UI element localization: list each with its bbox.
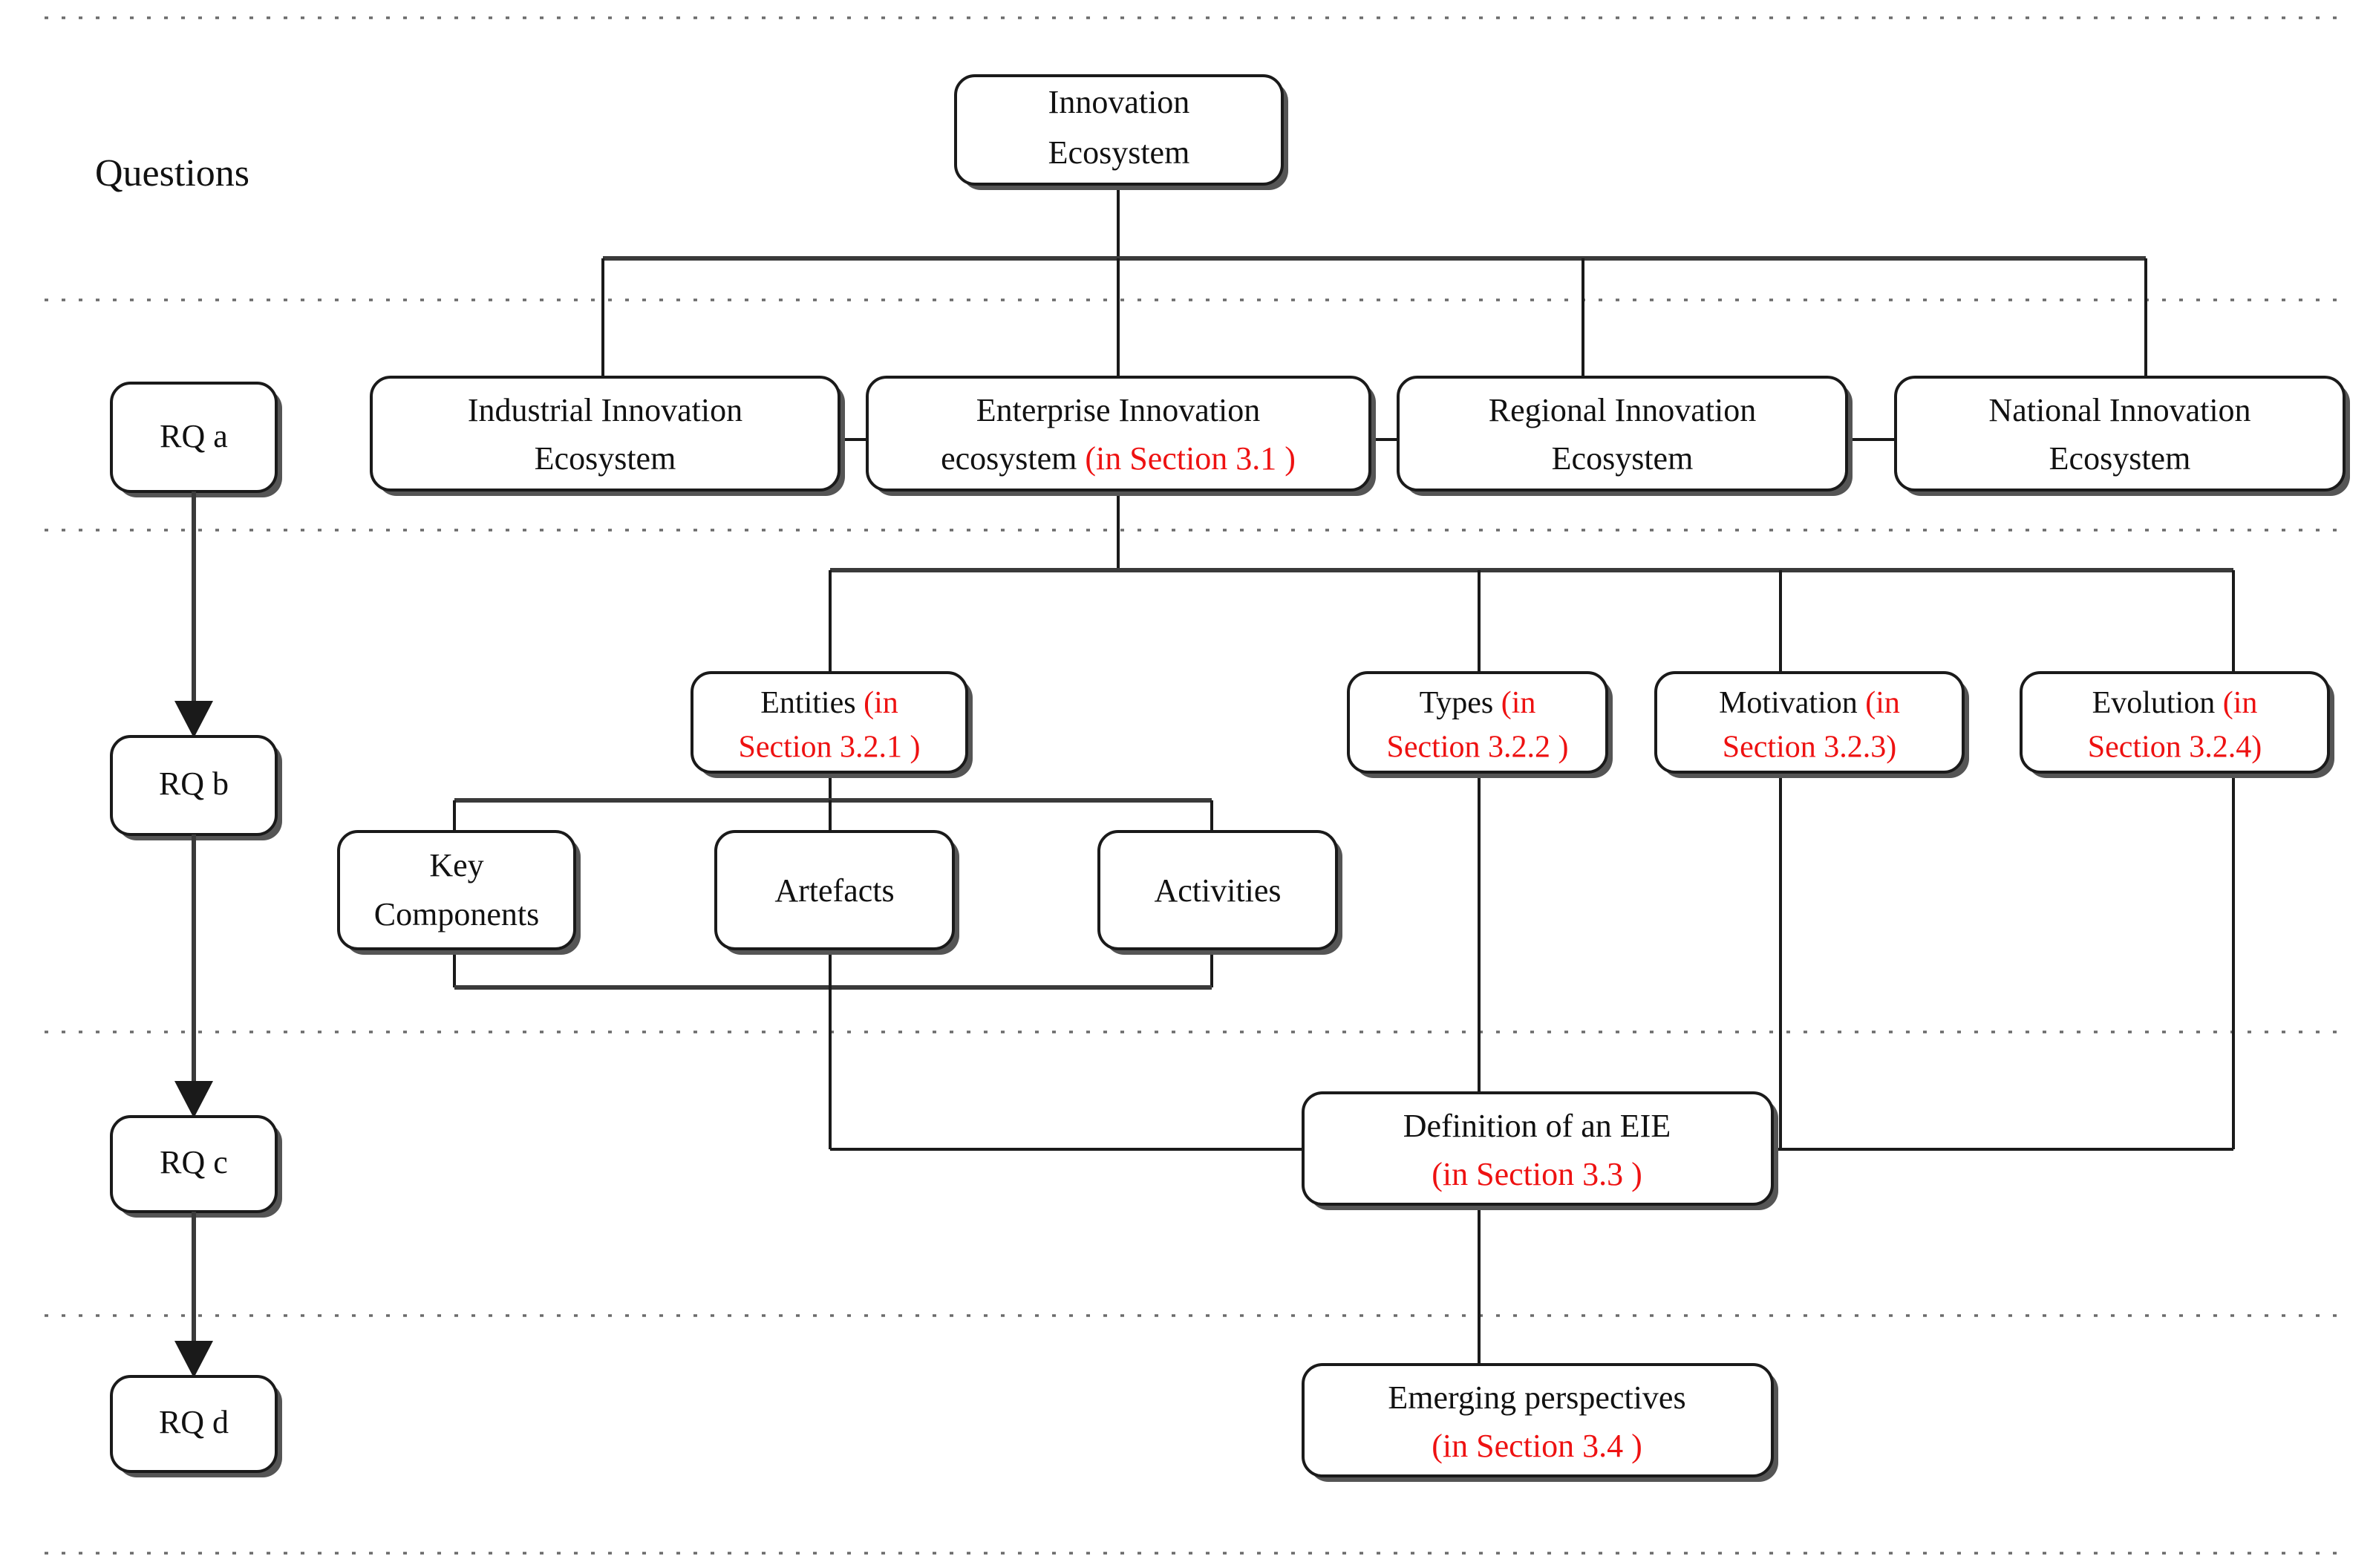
national-label-line2: Ecosystem <box>2049 440 2191 477</box>
key-components-label-line2: Components <box>374 896 539 932</box>
entities-label-line1-main: Entities <box>760 686 864 720</box>
questions-column: Questions RQ a RQ b RQ c RQ d <box>95 152 282 1477</box>
root-label-line2: Ecosystem <box>1048 134 1190 171</box>
emerging-box[interactable] <box>1302 1363 1774 1477</box>
definition-label-line1: Definition of an EIE <box>1403 1108 1671 1144</box>
arrow-head-rq-b <box>174 701 213 738</box>
regional-box[interactable] <box>1397 376 1848 491</box>
root-box[interactable] <box>954 74 1284 186</box>
enterprise-label-line1: Enterprise Innovation <box>976 392 1260 428</box>
motivation-label-line2: Section 3.2.3) <box>1723 731 1896 765</box>
enterprise-label-line2-section: (in Section 3.1 ) <box>1085 440 1296 477</box>
motivation-box[interactable] <box>1654 671 1965 774</box>
industrial-box[interactable] <box>370 376 840 491</box>
node-evolution[interactable]: Evolution (in Section 3.2.4) <box>2020 671 2334 778</box>
rq-c-label: RQ c <box>160 1144 228 1180</box>
enterprise-label-line2-main: ecosystem <box>941 440 1085 477</box>
connectors <box>453 186 2235 1365</box>
entities-label-line2: Section 3.2.1 ) <box>739 731 921 765</box>
definition-label-line2: (in Section 3.3 ) <box>1432 1156 1642 1192</box>
evolution-label-line2: Section 3.2.4) <box>2088 731 2262 765</box>
regional-label-line2: Ecosystem <box>1552 440 1694 477</box>
enterprise-box[interactable] <box>866 376 1371 491</box>
node-entities[interactable]: Entities (in Section 3.2.1 ) <box>691 671 973 778</box>
industrial-label-line1: Industrial Innovation <box>468 392 742 428</box>
node-types[interactable]: Types (in Section 3.2.2 ) <box>1347 671 1613 778</box>
evolution-label-line1-main: Evolution <box>2092 686 2223 720</box>
entities-label-line1-red: (in <box>864 686 898 720</box>
entities-label-line1: Entities (in <box>760 686 898 720</box>
rq-d-label: RQ d <box>159 1404 229 1440</box>
industrial-label-line2: Ecosystem <box>535 440 676 477</box>
national-box[interactable] <box>1894 376 2346 491</box>
node-artefacts[interactable]: Artefacts <box>714 830 959 955</box>
rq-b-label: RQ b <box>159 765 229 802</box>
enterprise-label-line2: ecosystem (in Section 3.1 ) <box>941 440 1296 477</box>
types-label-line1-red: (in <box>1501 686 1536 720</box>
emerging-label-line2: (in Section 3.4 ) <box>1432 1428 1642 1464</box>
node-innovation-ecosystem[interactable]: Innovation Ecosystem <box>954 74 1288 190</box>
motivation-label-line1-main: Motivation <box>1719 686 1865 720</box>
separators <box>45 16 2339 1555</box>
arrow-head-rq-d <box>174 1341 213 1378</box>
artefacts-box[interactable] <box>714 830 955 950</box>
key-components-label-line1: Key <box>429 847 483 883</box>
evolution-box[interactable] <box>2020 671 2330 774</box>
questions-heading: Questions <box>95 152 249 195</box>
artefacts-label: Artefacts <box>774 872 894 909</box>
arrow-head-rq-c <box>174 1081 213 1118</box>
node-activities[interactable]: Activities <box>1097 830 1342 955</box>
rq-a-label: RQ a <box>160 418 228 454</box>
regional-label-line1: Regional Innovation <box>1489 392 1757 428</box>
types-box[interactable] <box>1347 671 1608 774</box>
evolution-label-line1: Evolution (in <box>2092 686 2258 720</box>
types-label-line2: Section 3.2.2 ) <box>1387 731 1569 765</box>
national-label-line1: National Innovation <box>1988 392 2250 428</box>
activities-box[interactable] <box>1097 830 1338 950</box>
node-industrial-innovation-ecosystem[interactable]: Industrial Innovation Ecosystem <box>370 376 845 496</box>
types-label-line1-main: Types <box>1420 686 1501 720</box>
root-label-line1: Innovation <box>1048 84 1190 120</box>
node-enterprise-innovation-ecosystem[interactable]: Enterprise Innovation ecosystem (in Sect… <box>866 376 1376 496</box>
types-label-line1: Types (in <box>1420 686 1536 720</box>
evolution-label-line1-red: (in <box>2223 686 2258 720</box>
node-national-innovation-ecosystem[interactable]: National Innovation Ecosystem <box>1894 376 2350 496</box>
definition-box[interactable] <box>1302 1091 1774 1206</box>
motivation-label-line1: Motivation (in <box>1719 686 1900 720</box>
node-regional-innovation-ecosystem[interactable]: Regional Innovation Ecosystem <box>1397 376 1853 496</box>
node-definition-of-eie[interactable]: Definition of an EIE (in Section 3.3 ) <box>1302 1091 1778 1210</box>
node-emerging-perspectives[interactable]: Emerging perspectives (in Section 3.4 ) <box>1302 1363 1778 1482</box>
entities-box[interactable] <box>691 671 968 774</box>
node-motivation[interactable]: Motivation (in Section 3.2.3) <box>1654 671 1969 778</box>
emerging-label-line1: Emerging perspectives <box>1388 1379 1685 1416</box>
motivation-label-line1-red: (in <box>1865 686 1900 720</box>
key-components-box[interactable] <box>337 830 576 950</box>
activities-label: Activities <box>1154 872 1281 909</box>
node-key-components[interactable]: Key Components <box>337 830 581 955</box>
